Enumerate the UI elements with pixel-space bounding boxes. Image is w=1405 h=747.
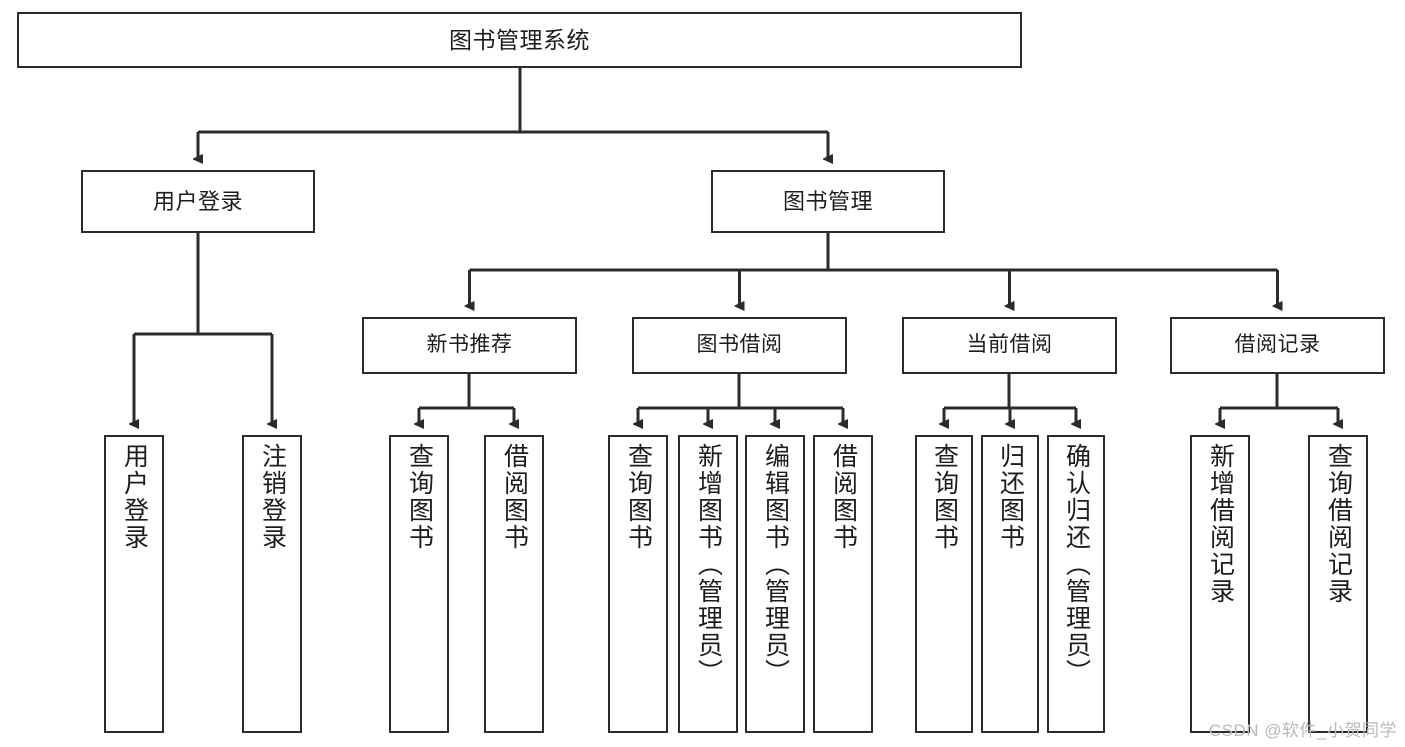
node-label: 图书管理系统 — [449, 26, 590, 53]
node-leaf-return-book[interactable]: 归还图书 — [981, 435, 1039, 733]
node-label: 查询图书 — [405, 443, 434, 551]
node-label: 用户登录 — [152, 188, 243, 214]
node-root[interactable]: 图书管理系统 — [17, 12, 1022, 68]
node-label: 用户登录 — [120, 443, 149, 551]
node-leaf-borrow-book-b[interactable]: 借阅图书 — [813, 435, 873, 733]
node-borrow-record[interactable]: 借阅记录 — [1170, 317, 1385, 374]
node-label: 图书借阅 — [696, 333, 783, 357]
node-label: 查询图书 — [930, 443, 959, 551]
node-label: 查询借阅记录 — [1324, 443, 1353, 605]
node-leaf-query-record[interactable]: 查询借阅记录 — [1308, 435, 1368, 733]
node-label: 图书管理 — [782, 188, 873, 214]
node-label: 借阅图书 — [500, 443, 529, 551]
node-leaf-edit-book[interactable]: 编辑图书（管理员） — [745, 435, 805, 733]
node-user-login[interactable]: 用户登录 — [81, 170, 315, 233]
node-label: 查询图书 — [624, 443, 653, 551]
node-leaf-user-login[interactable]: 用户登录 — [104, 435, 164, 733]
node-label: 新增借阅记录 — [1206, 443, 1235, 605]
node-book-manage[interactable]: 图书管理 — [711, 170, 945, 233]
node-leaf-logout[interactable]: 注销登录 — [242, 435, 302, 733]
node-label: 归还图书 — [996, 443, 1025, 551]
node-leaf-query-book-c[interactable]: 查询图书 — [915, 435, 973, 733]
node-leaf-query-book-b[interactable]: 查询图书 — [608, 435, 668, 733]
node-label: 注销登录 — [258, 443, 287, 551]
node-label: 借阅图书 — [829, 443, 858, 551]
node-leaf-borrow-book-rec[interactable]: 借阅图书 — [484, 435, 544, 733]
node-label: 借阅记录 — [1234, 333, 1321, 357]
node-label: 确认归还（管理员） — [1062, 443, 1091, 686]
node-label: 新书推荐 — [426, 333, 513, 357]
node-label: 编辑图书（管理员） — [761, 443, 790, 686]
node-label: 当前借阅 — [966, 333, 1053, 357]
node-book-borrow[interactable]: 图书借阅 — [632, 317, 847, 374]
node-leaf-confirm-return[interactable]: 确认归还（管理员） — [1047, 435, 1105, 733]
node-current-borrow[interactable]: 当前借阅 — [902, 317, 1117, 374]
node-leaf-add-book[interactable]: 新增图书（管理员） — [678, 435, 738, 733]
node-new-book-rec[interactable]: 新书推荐 — [362, 317, 577, 374]
node-leaf-query-book-rec[interactable]: 查询图书 — [389, 435, 449, 733]
node-label: 新增图书（管理员） — [694, 443, 723, 686]
node-leaf-add-record[interactable]: 新增借阅记录 — [1190, 435, 1250, 733]
